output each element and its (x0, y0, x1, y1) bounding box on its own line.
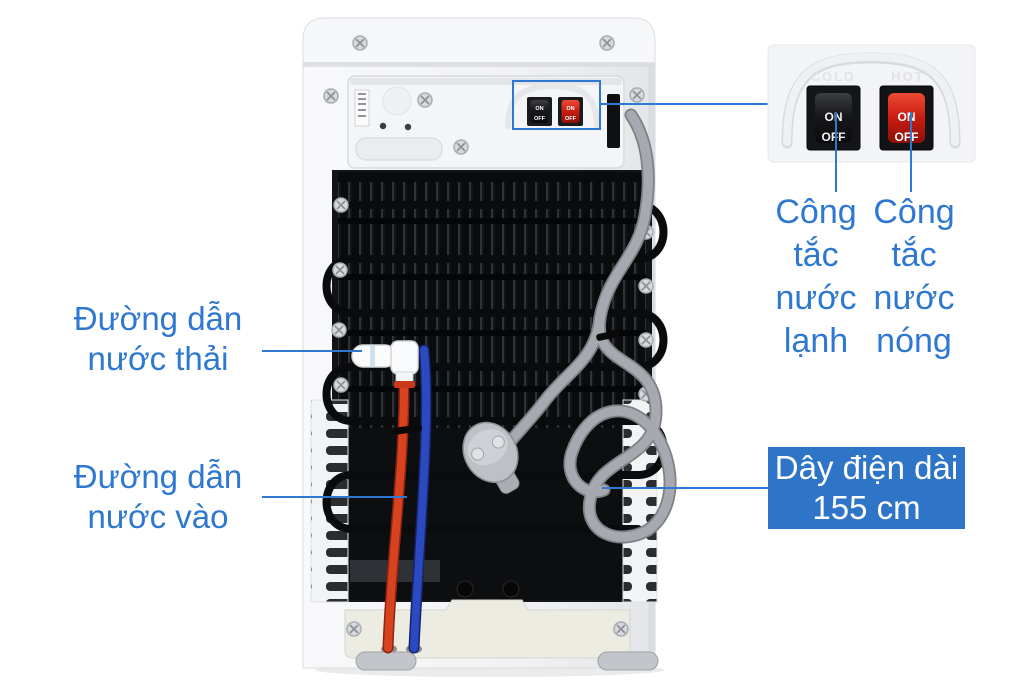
drain-fitting (351, 340, 419, 388)
plug-pin (491, 435, 505, 449)
inlet-line-label: Đường dẫn nước vào (48, 457, 268, 537)
drain-label-line1: Đường dẫn (73, 300, 243, 337)
cord-zip-tie (596, 330, 621, 341)
screw (331, 322, 347, 338)
inset-arc (783, 52, 959, 146)
inset-hot-off-label: OFF (895, 130, 919, 144)
screw (333, 377, 349, 393)
right-vent-panel (622, 399, 658, 603)
mount-bolt (502, 580, 520, 598)
screw (333, 197, 349, 213)
tube-zip-tie (394, 424, 423, 435)
cord-length-badge: Dây điện dài 155 cm (768, 447, 965, 529)
inset-cold-on-label: ON (825, 110, 843, 124)
cap-seam (303, 62, 655, 67)
top-cap (302, 17, 656, 65)
screw (323, 88, 339, 104)
screw (638, 278, 654, 294)
cold-switch-label: Công tắc nước lạnh (763, 191, 869, 363)
screw (352, 35, 368, 51)
drain-line-label: Đường dẫn nước thải (48, 299, 268, 379)
machine-cold-off-label: OFF (534, 116, 546, 122)
inset-cold-off-label: OFF (822, 130, 846, 144)
callouts (262, 80, 769, 498)
cold-label-line3: nước (775, 279, 857, 317)
switch-highlight-box (512, 80, 601, 130)
hot-switch-label: Công tắc nước nóng (861, 191, 967, 363)
red-drain-tube (384, 384, 408, 652)
upper-back-panel: ON OFF ON OFF (323, 75, 645, 169)
inlet-label-line1: Đường dẫn (73, 458, 243, 495)
handle-slot (355, 137, 443, 161)
machine-hot-off-label: OFF (565, 116, 577, 122)
screw (417, 92, 433, 108)
cold-label-line4: lạnh (783, 322, 849, 360)
hot-label-line3: nước (873, 279, 955, 317)
screw (629, 87, 645, 103)
panel-dot (404, 123, 412, 131)
hot-label-line1: Công (873, 193, 955, 231)
screw (599, 35, 615, 51)
mount-bolt (456, 580, 474, 598)
cold-label-line1: Công (775, 193, 857, 231)
foot (355, 651, 417, 671)
inset-hot-switch: ON OFF (879, 85, 934, 151)
panel-dot (379, 122, 387, 130)
hot-emboss-label: HOT (891, 69, 924, 84)
drain-label-line2: nước thải (87, 340, 229, 377)
blue-inlet-tube (410, 346, 431, 652)
screw (346, 621, 362, 637)
screw (453, 139, 469, 155)
inlet-label-line2: nước vào (87, 498, 229, 535)
power-plug (462, 421, 520, 494)
inset-hot-on-label: ON (898, 110, 916, 124)
inset-cold-switch: ON OFF (806, 85, 861, 151)
panel-circle (382, 86, 412, 116)
machine-hot-switch: ON OFF (558, 97, 583, 126)
screw (613, 621, 629, 637)
rating-sticker (354, 89, 370, 127)
power-cord (503, 108, 677, 544)
screw (638, 332, 654, 348)
plug-pin (471, 447, 485, 461)
screw (332, 262, 348, 278)
switch-inset-panel: COLD HOT ON OFF ON OFF (767, 44, 976, 192)
cord-label-line2: 155 cm (812, 489, 921, 526)
cold-label-line2: tắc (793, 236, 839, 274)
machine-cold-on-label: ON (535, 106, 543, 112)
machine-hot-on-label: ON (566, 106, 574, 112)
hot-label-line4: nóng (876, 322, 952, 360)
hot-label-line2: tắc (891, 236, 937, 274)
vent-slot (607, 94, 620, 148)
foot (597, 651, 659, 671)
cord-label-line1: Dây điện dài (774, 449, 959, 486)
cold-emboss-label: COLD (811, 69, 856, 84)
water-lines (351, 340, 432, 654)
machine-cold-switch: ON OFF (527, 97, 552, 126)
